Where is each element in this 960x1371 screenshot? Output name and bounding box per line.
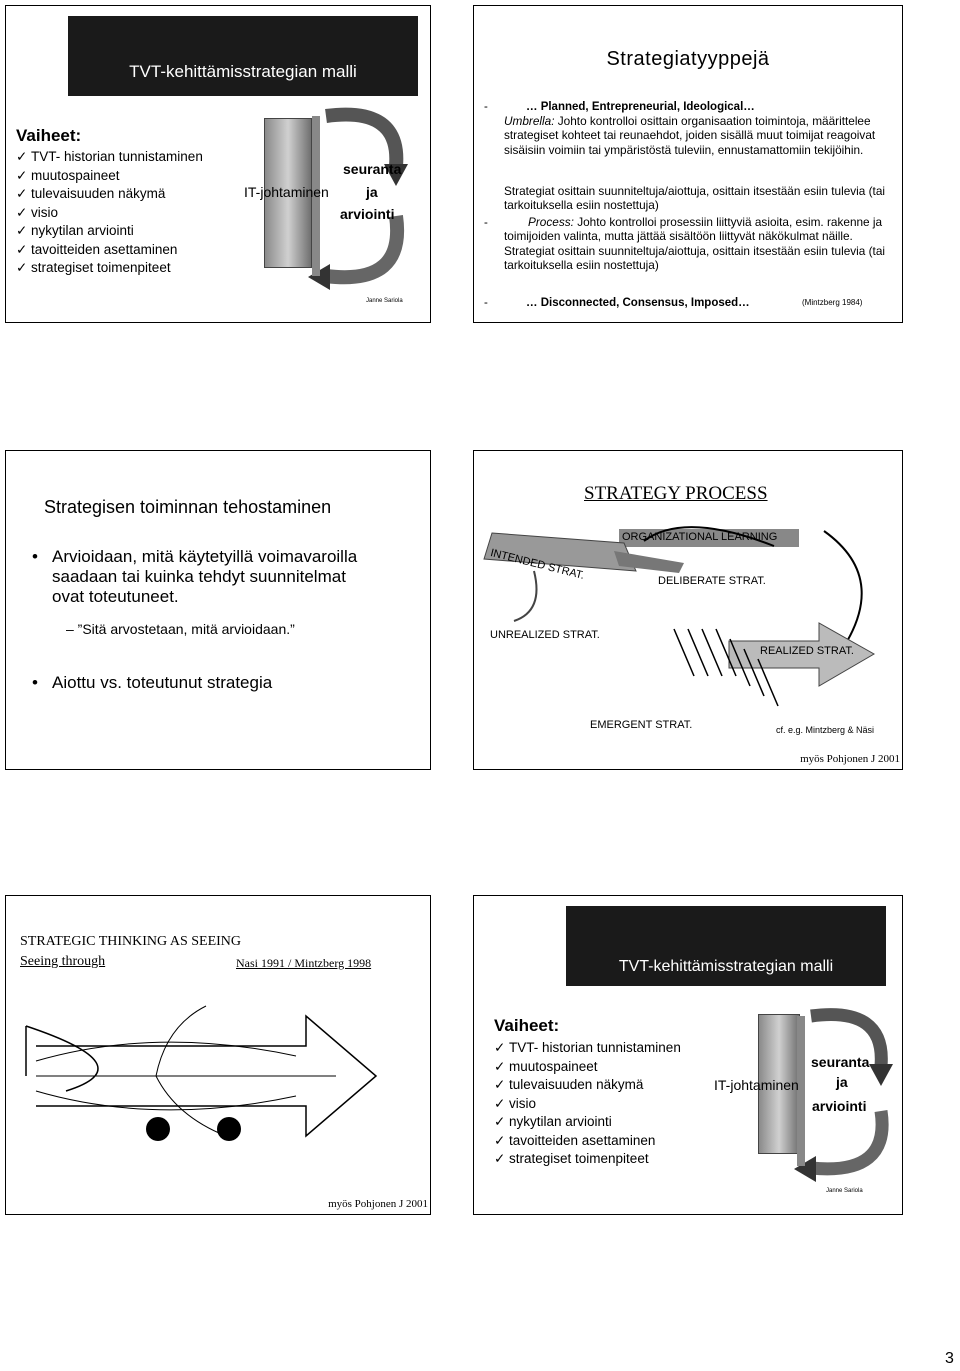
emergent-strat-label: EMERGENT STRAT. [590, 719, 693, 731]
process-label: Process: [528, 215, 574, 229]
dash: - [484, 101, 488, 113]
strategy-process-diagram [483, 526, 876, 707]
cycle-label-2: ja [836, 1074, 848, 1090]
cycle-label-3: arviointi [812, 1098, 867, 1114]
strategy-paragraph-2: Strategiat osittain suunniteltuja/aiottu… [504, 184, 885, 213]
strategy-types-line-1: … Planned, Entrepreneurial, Ideological… [526, 101, 755, 113]
it-management-column [264, 118, 312, 268]
sub-bullet-1: – ”Sitä arvostetaan, mitä arvioidaan.” [66, 621, 295, 637]
phase-item: tulevaisuuden näkymä [494, 1076, 681, 1095]
cf-citation: cf. e.g. Mintzberg & Näsi [776, 725, 875, 735]
slide-5-title-1: STRATEGIC THINKING AS SEEING [20, 934, 242, 949]
slide-6: TVT-kehittämisstrategian malli Vaiheet: … [473, 895, 903, 1215]
slide-4-title: STRATEGY PROCESS [584, 483, 768, 504]
author: Janne Sariola [826, 1188, 863, 1194]
deliberate-strat-label: DELIBERATE STRAT. [658, 575, 766, 587]
slide-6-phase-list: TVT- historian tunnistaminen muutospaine… [494, 1039, 681, 1169]
cycle-arrows-graphic [794, 1008, 893, 1182]
cycle-label-3: arviointi [340, 206, 395, 222]
unrealized-strat-label: UNREALIZED STRAT. [490, 629, 600, 641]
cycle-label-2: ja [366, 184, 378, 200]
phase-item: visio [494, 1095, 681, 1114]
slide-2-title: Strategiatyyppejä [606, 48, 770, 70]
phase-item: nykytilan arviointi [16, 222, 203, 241]
slide-5: STRATEGIC THINKING AS SEEING Seeing thro… [5, 895, 431, 1215]
it-management-label: IT-johtaminen [714, 1077, 799, 1093]
dash: - [484, 297, 488, 309]
page-number: 3 [945, 1350, 954, 1367]
umbrella-label: Umbrella: [504, 114, 555, 128]
strategy-types-line-last: … Disconnected, Consensus, Imposed… [526, 297, 750, 309]
author: Janne Sariola [366, 298, 403, 304]
slide-1-title-bar: TVT-kehittämisstrategian malli [68, 16, 418, 96]
slide-6-title-bar: TVT-kehittämisstrategian malli [566, 906, 886, 986]
slide-1-title: TVT-kehittämisstrategian malli [129, 62, 357, 81]
umbrella-paragraph: Umbrella: Johto kontrolloi osittain orga… [504, 114, 894, 157]
seeing-through-diagram [25, 1005, 378, 1141]
slide-6-heading: Vaiheet: [494, 1016, 560, 1035]
cycle-label-1: seuranta [811, 1054, 870, 1070]
bullet-1-text: Arvioidaan, mitä käytetyillä voimavaroil… [52, 547, 358, 606]
slide-1-phase-list: TVT- historian tunnistaminen muutospaine… [16, 148, 203, 278]
slide-4: STRATEGY PROCESS ORGANIZATIONAL LEARNING… [473, 450, 903, 770]
umbrella-text: Johto kontrolloi osittain organisaation … [504, 114, 876, 157]
phase-item: muutospaineet [494, 1058, 681, 1077]
slide-1-heading: Vaiheet: [16, 126, 82, 145]
slide-6-title: TVT-kehittämisstrategian malli [618, 958, 834, 975]
phase-item: tavoitteiden asettaminen [16, 241, 203, 260]
citation: (Mintzberg 1984) [802, 298, 863, 307]
dash: - [484, 217, 488, 229]
org-learning-label: ORGANIZATIONAL LEARNING [622, 531, 778, 543]
bullet-2-text: Aiottu vs. toteutunut strategia [52, 673, 273, 692]
source-note: myös Pohjonen J 2001 [328, 1198, 428, 1210]
phase-item: visio [16, 204, 203, 223]
source-note: myös Pohjonen J 2001 [800, 753, 900, 765]
cycle-label-1: seuranta [343, 161, 402, 177]
cycle-arrows-graphic [308, 107, 408, 290]
phase-item: nykytilan arviointi [494, 1113, 681, 1132]
slide-3-title: Strategisen toiminnan tehostaminen [44, 497, 332, 517]
slide-2: Strategiatyyppejä - … Planned, Entrepren… [473, 5, 903, 323]
phase-item: TVT- historian tunnistaminen [16, 148, 203, 167]
realized-strat-label: REALIZED STRAT. [760, 645, 854, 657]
bullet-1: Arvioidaan, mitä käytetyillä voimavaroil… [52, 547, 372, 607]
slide-1: TVT-kehittämisstrategian malli Vaiheet: … [5, 5, 431, 323]
phase-item: strategiset toimenpiteet [16, 259, 203, 278]
process-paragraph: Process: Johto kontrolloi prosessiin lii… [504, 215, 894, 272]
bullet-2: Aiottu vs. toteutunut strategia [52, 673, 372, 693]
phase-item: strategiset toimenpiteet [494, 1150, 681, 1169]
slide-5-citation: Nasi 1991 / Mintzberg 1998 [236, 956, 372, 970]
phase-item: tavoitteiden asettaminen [494, 1132, 681, 1151]
phase-item: TVT- historian tunnistaminen [494, 1039, 681, 1058]
phase-item: muutospaineet [16, 167, 203, 186]
slide-3: Strategisen toiminnan tehostaminen Arvio… [5, 450, 431, 770]
phase-item: tulevaisuuden näkymä [16, 185, 203, 204]
it-management-label: IT-johtaminen [244, 184, 329, 200]
process-text: Johto kontrolloi prosessiin liittyviä as… [504, 215, 885, 272]
slide-5-title-2: Seeing through [20, 954, 106, 969]
